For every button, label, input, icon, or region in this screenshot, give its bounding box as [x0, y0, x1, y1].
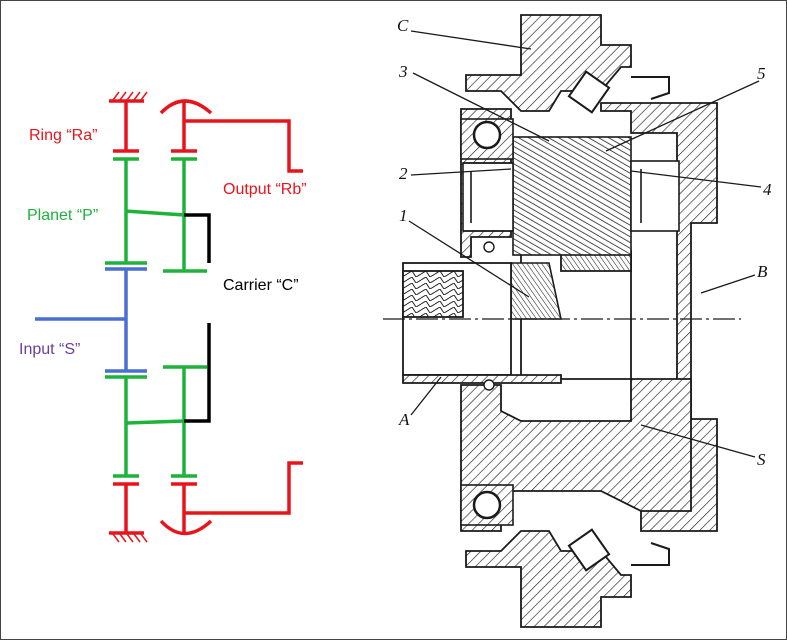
planet-p-label: Planet “P”: [27, 207, 99, 224]
sun-gear: [35, 267, 147, 373]
seal-bottom: [567, 528, 670, 572]
ring-ra-label: Ring “Ra”: [29, 127, 98, 144]
input-s-label: Input “S”: [19, 341, 81, 358]
ring-ra-top: [109, 99, 144, 153]
seal-top: [567, 70, 670, 114]
label-5: 5: [757, 64, 766, 83]
label-2: 2: [399, 164, 408, 183]
label-s: S: [757, 450, 766, 469]
label-4: 4: [763, 180, 772, 199]
small-bearing: [483, 241, 495, 391]
ring-ra-bottom: [109, 482, 144, 535]
output-rb-label: Output “Rb”: [223, 181, 307, 198]
ring-rb-top: [159, 99, 303, 173]
label-b: B: [757, 262, 768, 281]
planet-gear: [462, 136, 680, 256]
planetary-gear-schematic: [35, 91, 303, 543]
label-c: C: [397, 16, 409, 35]
label-1: 1: [399, 206, 408, 225]
bearing-bottom-left: [460, 484, 514, 526]
label-a: A: [399, 410, 410, 429]
ring-ra-top-ground: [112, 91, 148, 101]
label-3: 3: [399, 62, 408, 81]
ring-ra-bottom-ground: [112, 533, 148, 543]
leader-lines: [408, 30, 762, 458]
carrier-c-label: Carrier “C”: [223, 277, 299, 294]
ring-rb-bottom: [159, 461, 303, 536]
bearing-top-left: [460, 118, 514, 160]
carrier-arm: [184, 213, 211, 423]
